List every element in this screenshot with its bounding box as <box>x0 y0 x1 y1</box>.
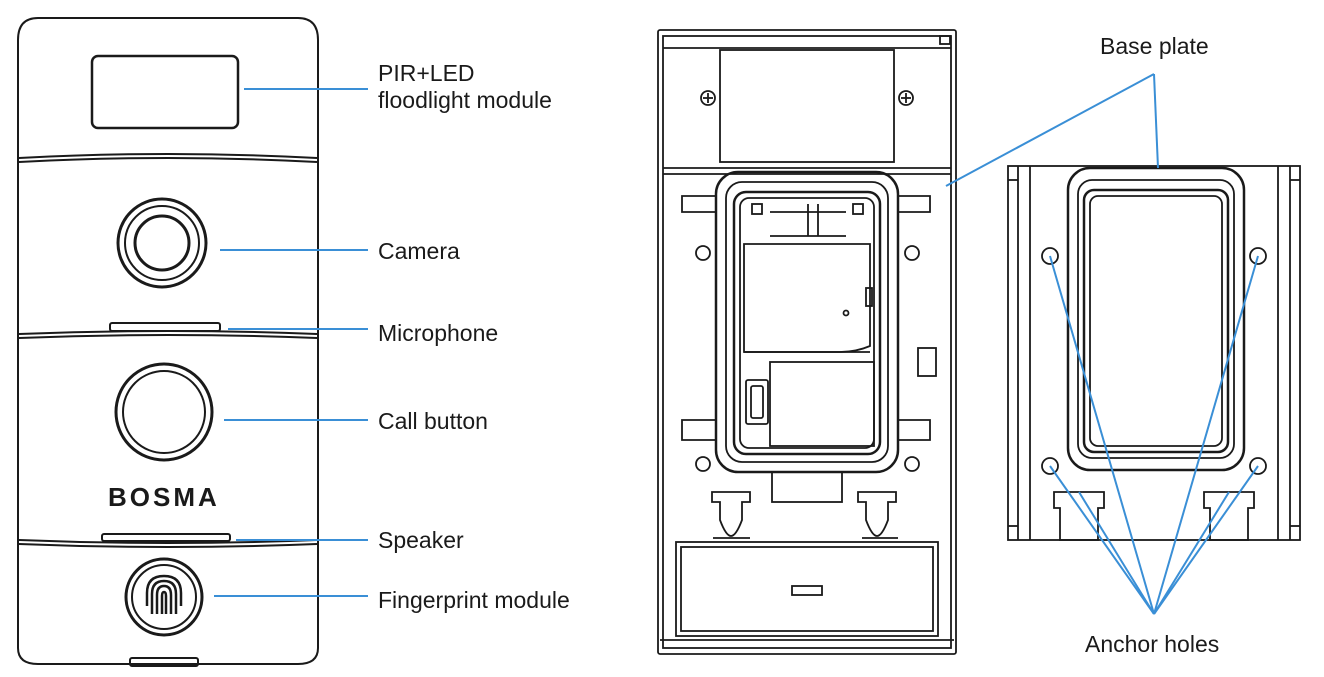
label-fingerprint: Fingerprint module <box>378 587 570 613</box>
pir-window <box>90 54 240 130</box>
doorbell-leader-lines <box>214 88 368 597</box>
label-anchor-holes: Anchor holes <box>1085 631 1220 657</box>
screw <box>898 90 914 106</box>
microphone-slot <box>109 322 221 332</box>
base-plate-shape <box>1007 165 1301 541</box>
base-leader-lines <box>945 73 1259 615</box>
doorbell-front <box>17 17 319 667</box>
speaker-slot <box>101 533 231 542</box>
doorbell-back-view <box>657 29 957 655</box>
screw <box>700 90 716 106</box>
fingerprint-sensor <box>124 557 204 637</box>
label-pir: PIR+LED <box>378 60 475 86</box>
camera-lens <box>116 197 208 289</box>
anchor-hole <box>1041 457 1059 475</box>
anchor-hole <box>1249 247 1267 265</box>
label-speaker: Speaker <box>378 527 464 553</box>
brand-logo: BOSMA <box>108 482 220 512</box>
label-camera: Camera <box>378 238 460 264</box>
anchor-hole <box>1041 247 1059 265</box>
label-call-button: Call button <box>378 408 488 434</box>
label-pir-line2: floodlight module <box>378 87 552 113</box>
anchor-hole <box>1249 457 1267 475</box>
label-microphone: Microphone <box>378 320 499 346</box>
call-button-shape <box>114 362 214 462</box>
label-base-plate: Base plate <box>1100 33 1209 59</box>
